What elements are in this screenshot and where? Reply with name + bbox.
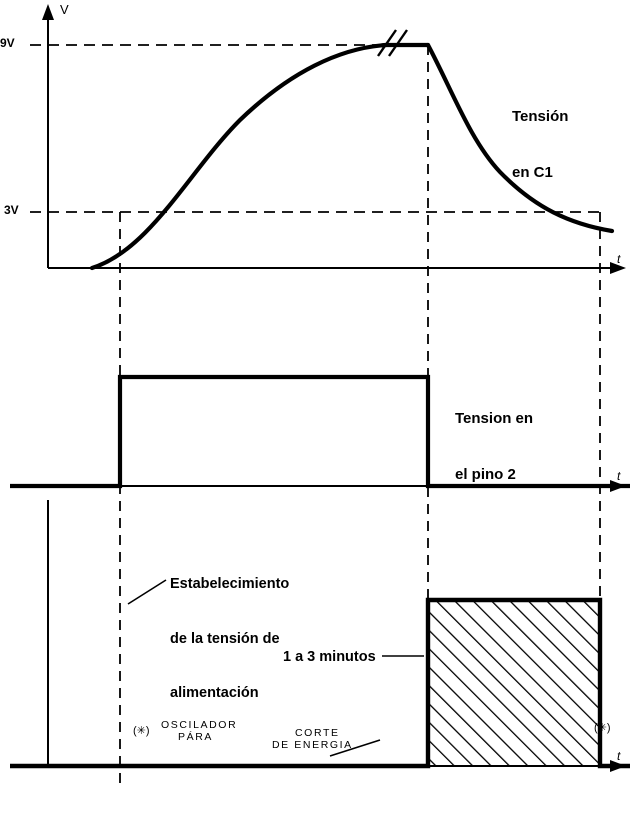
panel-c1-curve — [89, 42, 615, 271]
output-hatched-block — [10, 597, 630, 769]
voltage-axis-label: V — [60, 2, 69, 17]
time-axis-label-panel2: t — [617, 469, 621, 483]
panel-pin2-pulse — [10, 374, 630, 489]
corte-label-line1: CORTE — [295, 727, 340, 739]
leader-lines — [127, 579, 424, 757]
panel-c1-title-line1: Tensión — [512, 107, 569, 125]
oscilador-label-line1: OSCILADOR — [161, 719, 238, 731]
panel-c1-title: Tensión en C1 — [512, 70, 568, 220]
panel-c1-gridlines — [30, 44, 600, 213]
establecimiento-line3: alimentación — [170, 685, 259, 701]
y-tick-3v: 3V — [4, 203, 19, 217]
panel-c1-title-line2: en C1 — [512, 163, 553, 181]
corte-label-line2: DE ENERGIA — [272, 739, 353, 751]
asterisk-marker-right: (✳) — [594, 722, 611, 734]
panel-pin2-title: Tension en el pino 2 — [455, 372, 533, 522]
time-axis-label-panel3: t — [617, 749, 621, 763]
panel-pin2-title-line1: Tension en — [455, 409, 534, 427]
establecimiento-annotation: Estabelecimiento de la tensión de alimen… — [170, 539, 289, 738]
establecimiento-line2: de la tensión de — [170, 630, 280, 647]
panel-pin2-title-line2: el pino 2 — [455, 465, 516, 483]
curve-break-symbol — [377, 29, 408, 57]
duration-annotation: 1 a 3 minutos — [283, 649, 376, 665]
y-tick-9v: 9V — [0, 36, 15, 50]
establecimiento-line1: Estabelecimiento — [170, 576, 290, 593]
panel-c1-axes — [42, 4, 626, 274]
oscilador-label-line2: PÁRA — [178, 731, 213, 743]
time-axis-label-panel1: t — [617, 252, 621, 266]
asterisk-marker-left: (✳) — [133, 725, 150, 737]
